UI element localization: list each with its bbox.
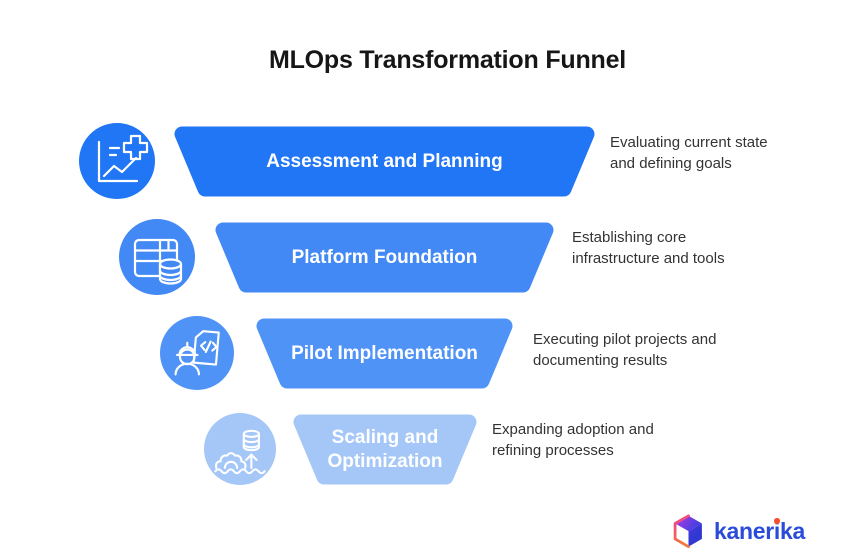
funnel-stage-1-description: Evaluating current state and defining go…	[610, 134, 768, 172]
funnel-stage-1-label: Assessment and Planning	[174, 126, 595, 197]
funnel-stage-2-label-text: Platform Foundation	[291, 246, 478, 268]
funnel-stage-3-label: Pilot Implementation	[256, 318, 513, 389]
data-table-database-icon	[119, 219, 195, 295]
funnel-stage-4-description: Expanding adoption and refining processe…	[492, 421, 654, 459]
kanerika-cube-icon	[673, 513, 702, 548]
funnel-stage-3-label-text: Pilot Implementation	[291, 342, 478, 364]
funnel-stage-4-shape	[293, 414, 477, 485]
funnel-stage-1-shape	[174, 126, 595, 197]
funnel-stage-3-description: Executing pilot projects and documenting…	[533, 331, 717, 369]
kanerika-wordmark: kanerika	[714, 517, 805, 544]
kanerika-logo: kanerika	[670, 511, 805, 551]
analytics-chart-icon	[79, 123, 155, 199]
funnel-stage-1-label-text: Assessment and Planning	[266, 150, 503, 172]
page-title: MLOps Transformation Funnel	[268, 46, 627, 74]
funnel-stage-4-label-text: Scaling and Optimization	[327, 426, 443, 472]
funnel-stage-3-shape	[256, 318, 513, 389]
funnel-stage-2-description: Establishing core infrastructure and too…	[572, 229, 725, 267]
gear-growth-database-icon	[204, 413, 276, 485]
funnel-stage-4-label: Scaling and Optimization	[293, 414, 477, 485]
kanerika-i-letter: i	[773, 517, 780, 544]
engineer-code-document-icon	[160, 316, 234, 390]
funnel-stage-2-shape	[215, 222, 554, 293]
funnel-stage-2-label: Platform Foundation	[215, 222, 554, 293]
